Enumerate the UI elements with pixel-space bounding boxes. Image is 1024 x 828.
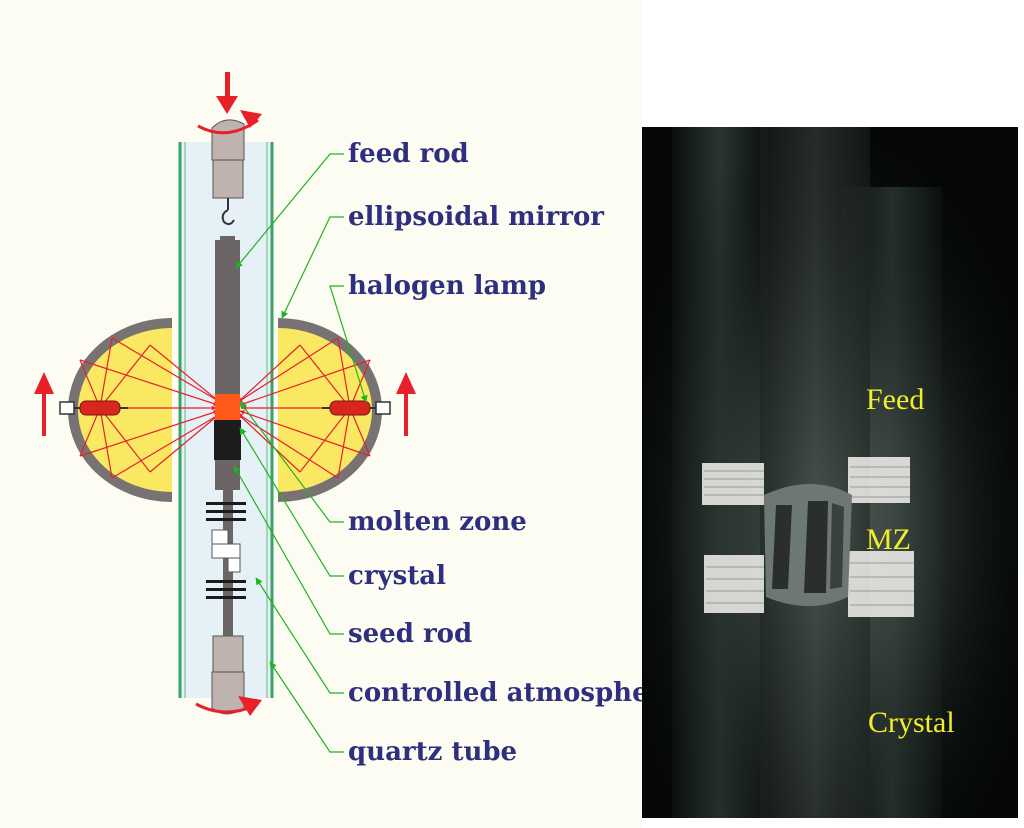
- crystal: [214, 420, 241, 460]
- feed-rotation-arrow: [197, 72, 262, 135]
- light-rays: [79, 337, 371, 479]
- photo-label-feed: Feed: [866, 383, 924, 416]
- lamp-up-arrow-right: [396, 372, 416, 436]
- halogen-lamp-right: [322, 400, 391, 416]
- lamp-up-arrow-left: [34, 372, 54, 436]
- furnace-diagram: feed rod ellipsoidal mirror halogen lamp…: [0, 0, 642, 828]
- label-halogen-lamp: halogen lamp: [348, 271, 546, 301]
- molten-zone-photo: Feed MZ Crystal: [642, 127, 1018, 818]
- feed-rod-tip: [220, 236, 235, 244]
- halogen-lamp-left: [59, 400, 128, 416]
- label-ellipsoidal-mirror: ellipsoidal mirror: [348, 202, 604, 232]
- lower-holder: [211, 635, 245, 715]
- feed-rod: [215, 240, 240, 394]
- seed-rod: [206, 460, 246, 640]
- label-controlled-atmosphere: controlled atmosphere: [348, 678, 642, 708]
- label-quartz-tube: quartz tube: [348, 737, 517, 767]
- label-molten-zone: molten zone: [348, 507, 527, 537]
- photo-rendering: Feed MZ Crystal: [642, 127, 1018, 818]
- label-crystal: crystal: [348, 561, 446, 591]
- label-feed-rod: feed rod: [348, 139, 469, 169]
- leader-lines: [233, 153, 368, 753]
- photo-molten-zone: [764, 484, 852, 606]
- furnace-schematic: feed rod ellipsoidal mirror halogen lamp…: [34, 72, 642, 767]
- label-seed-rod: seed rod: [348, 619, 472, 649]
- photo-label-mz: MZ: [866, 523, 911, 556]
- photo-label-crystal: Crystal: [868, 706, 955, 739]
- molten-zone: [215, 394, 240, 420]
- seed-rotation-arrow: [195, 696, 262, 716]
